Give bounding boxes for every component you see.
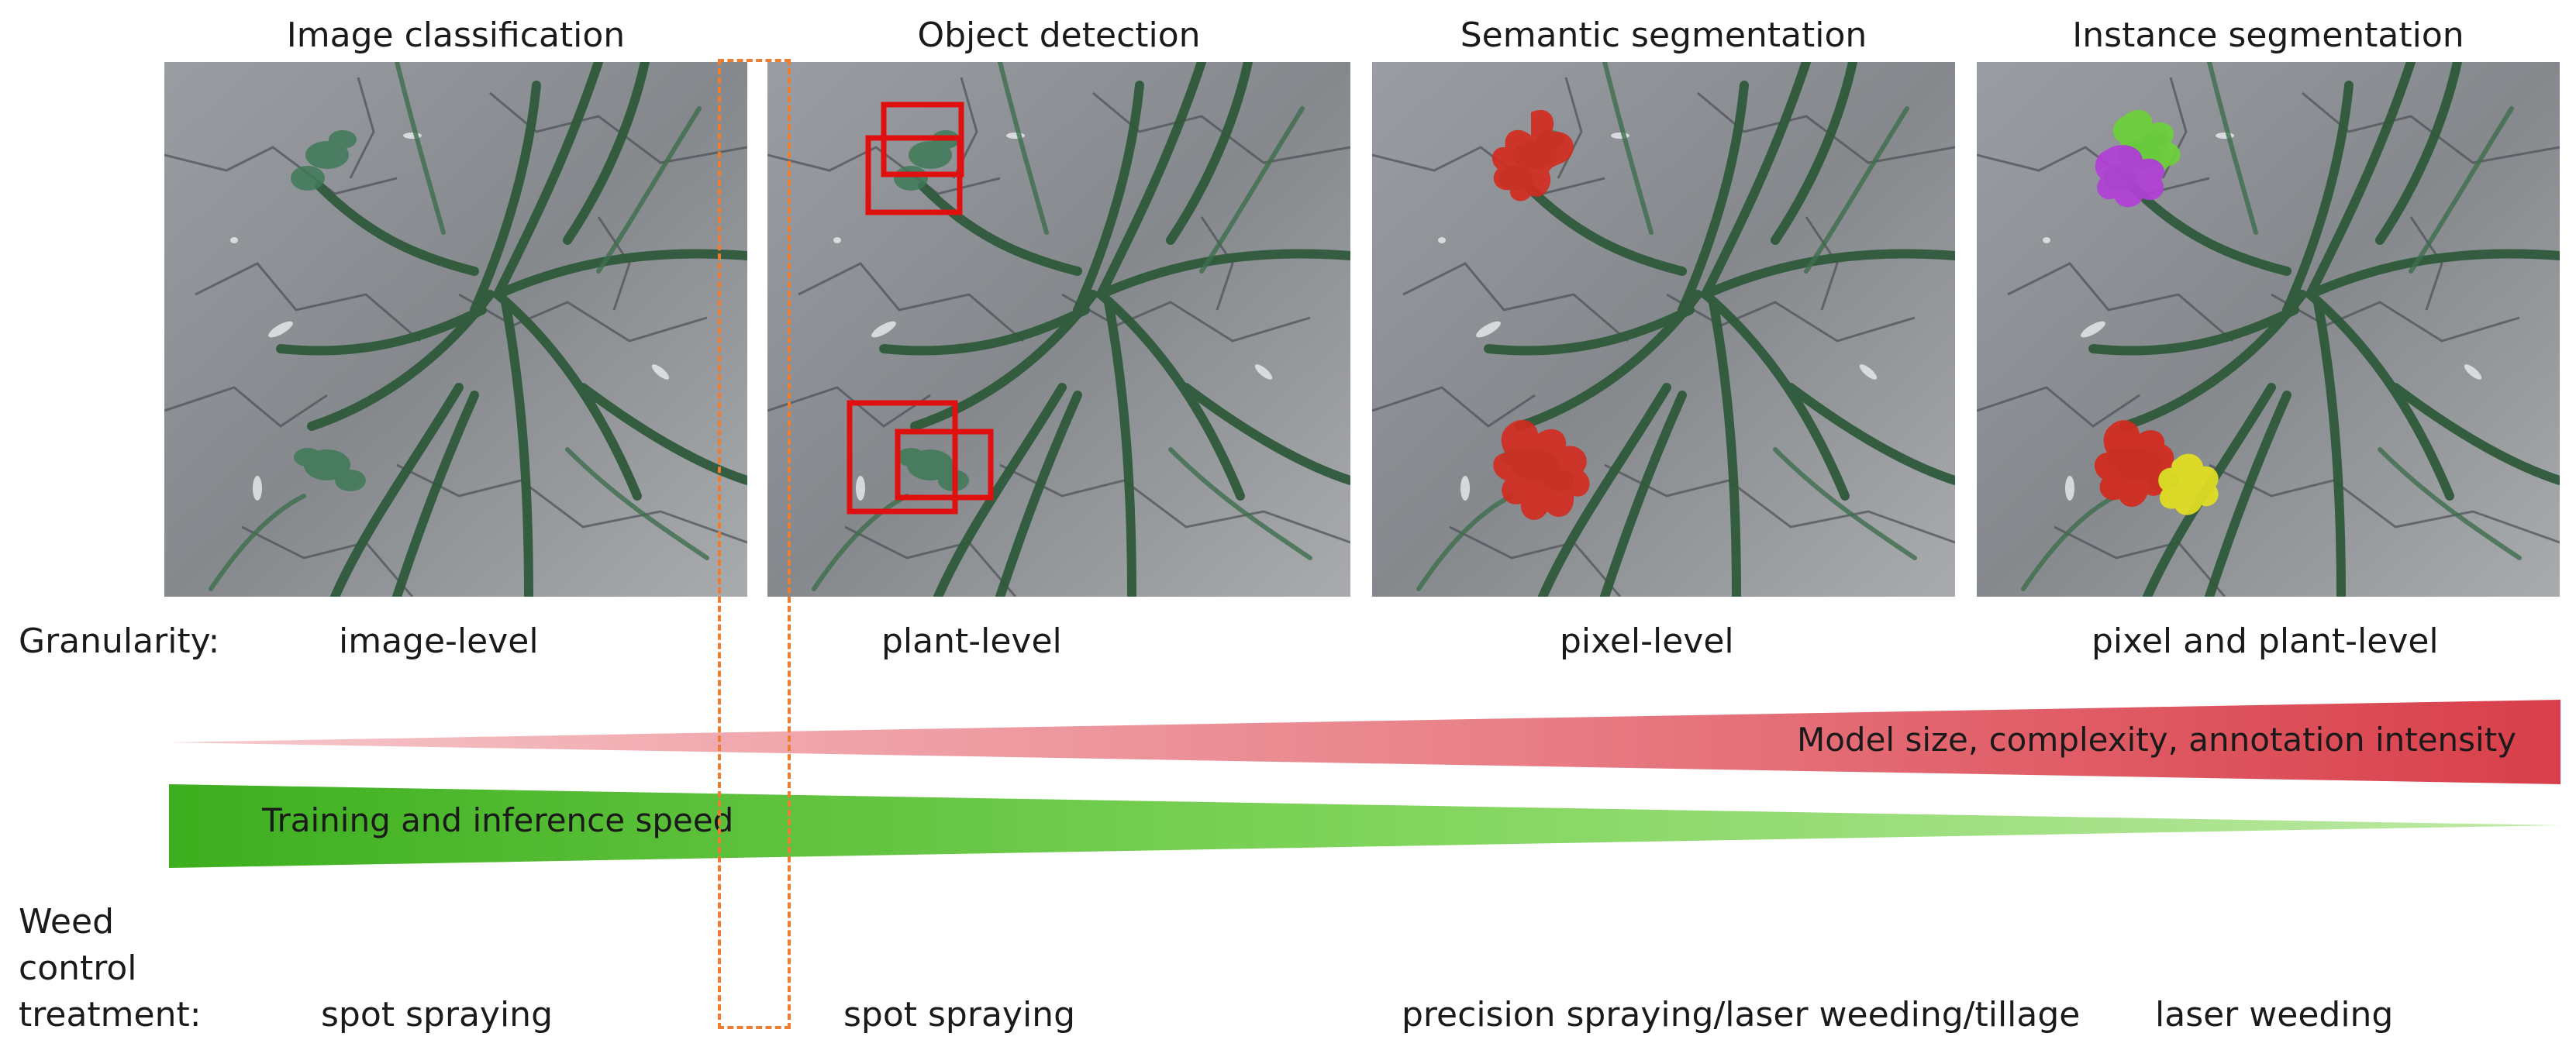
detection-image (767, 62, 1350, 597)
title-image-classification: Image classification (286, 15, 626, 55)
field-photo-instance (1977, 62, 2560, 597)
field-photo-semantic (1372, 62, 1955, 597)
treatment-laser-weeding: laser weeding (2155, 995, 2394, 1035)
treatment-label-line3: treatment: (19, 995, 202, 1035)
bounding-box (865, 135, 963, 215)
semantic-segmentation-image (1372, 62, 1955, 597)
speed-wedge (169, 784, 2560, 868)
title-semantic-segmentation: Semantic segmentation (1460, 15, 1867, 55)
title-object-detection: Object detection (917, 15, 1201, 55)
classification-image (164, 62, 747, 597)
weed-mask (1493, 419, 1590, 520)
granularity-image-level: image-level (339, 621, 539, 661)
granularity-label: Granularity: (19, 621, 220, 661)
instance-masks (2094, 109, 2219, 515)
treatment-label-line2: control (19, 949, 137, 988)
semantic-masks (1491, 109, 1590, 520)
weed-mask-red (2094, 420, 2174, 508)
field-photo-detection (767, 62, 1350, 597)
complexity-wedge-label: Model size, complexity, annotation inten… (1797, 721, 2517, 759)
granularity-pixel-level: pixel-level (1560, 621, 1734, 661)
weed-mask-magenta (2095, 145, 2164, 208)
treatment-precision-spraying: precision spraying/laser weeding/tillage (1402, 995, 2081, 1035)
instance-segmentation-image (1977, 62, 2560, 597)
bounding-box (847, 400, 958, 515)
granularity-pixel-and-plant-level: pixel and plant-level (2091, 621, 2439, 661)
treatment-spot-spraying-classification: spot spraying (321, 995, 553, 1035)
treatment-spot-spraying-detection: spot spraying (843, 995, 1075, 1035)
treatment-label-line1: Weed (19, 902, 114, 942)
bounding-box (895, 429, 994, 501)
bounding-boxes (847, 102, 994, 515)
granularity-plant-level: plant-level (881, 621, 1062, 661)
weed-mask-yellow (2158, 453, 2219, 515)
complexity-wedge (169, 700, 2560, 784)
speed-wedge-label: Training and inference speed (262, 801, 734, 839)
weed-mask (1491, 109, 1574, 201)
title-instance-segmentation: Instance segmentation (2072, 15, 2464, 55)
